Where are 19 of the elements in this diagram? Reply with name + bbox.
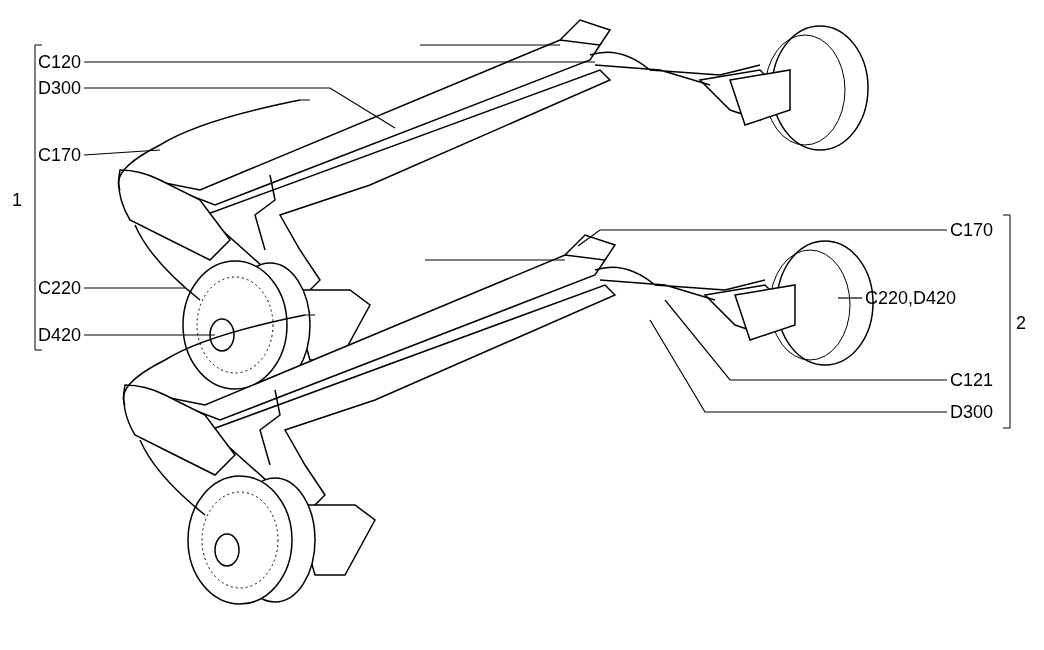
leader-line [83,334,216,336]
leader-line [83,61,596,63]
leader-line [664,299,948,381]
leader-line [83,287,186,289]
part-code: C170 [38,145,82,165]
part-code: C170 [950,220,994,240]
leader-line [577,229,948,247]
callout-number: 1 [12,190,22,210]
leader-line [649,319,948,413]
part-code: C220 [38,278,82,298]
part-code: C121 [950,370,994,390]
part-code: D300 [38,78,82,98]
part-code: C120 [38,52,82,72]
callout-number: 2 [1016,313,1026,333]
leader-line [83,149,161,156]
part-code: D420 [38,325,82,345]
leader-line [837,297,863,299]
leader-line [83,87,396,129]
part-code: D300 [950,402,994,422]
